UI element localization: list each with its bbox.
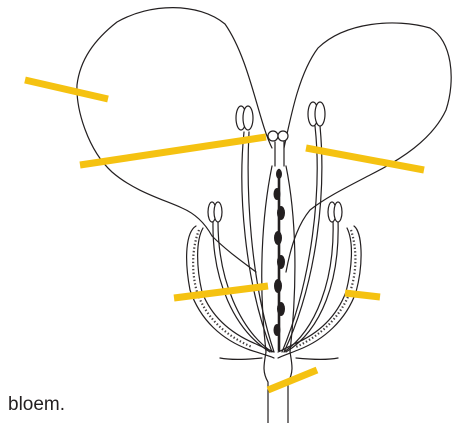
- ovule: [274, 324, 281, 336]
- label-line-receptacle: [268, 370, 317, 390]
- ovule: [274, 188, 281, 200]
- style: [275, 142, 284, 166]
- label-line-stigma-right: [306, 148, 424, 170]
- ovule: [274, 279, 282, 293]
- ovule: [274, 231, 282, 245]
- label-line-anther-left: [80, 137, 266, 165]
- stigma: [268, 131, 278, 141]
- ovule: [277, 302, 285, 316]
- ovule: [277, 206, 285, 220]
- figure-caption: bloem.: [8, 394, 65, 416]
- ovule: [276, 169, 282, 179]
- label-line-petal-left: [25, 80, 108, 99]
- ovule: [277, 255, 285, 269]
- label-line-sepal-right: [345, 293, 380, 297]
